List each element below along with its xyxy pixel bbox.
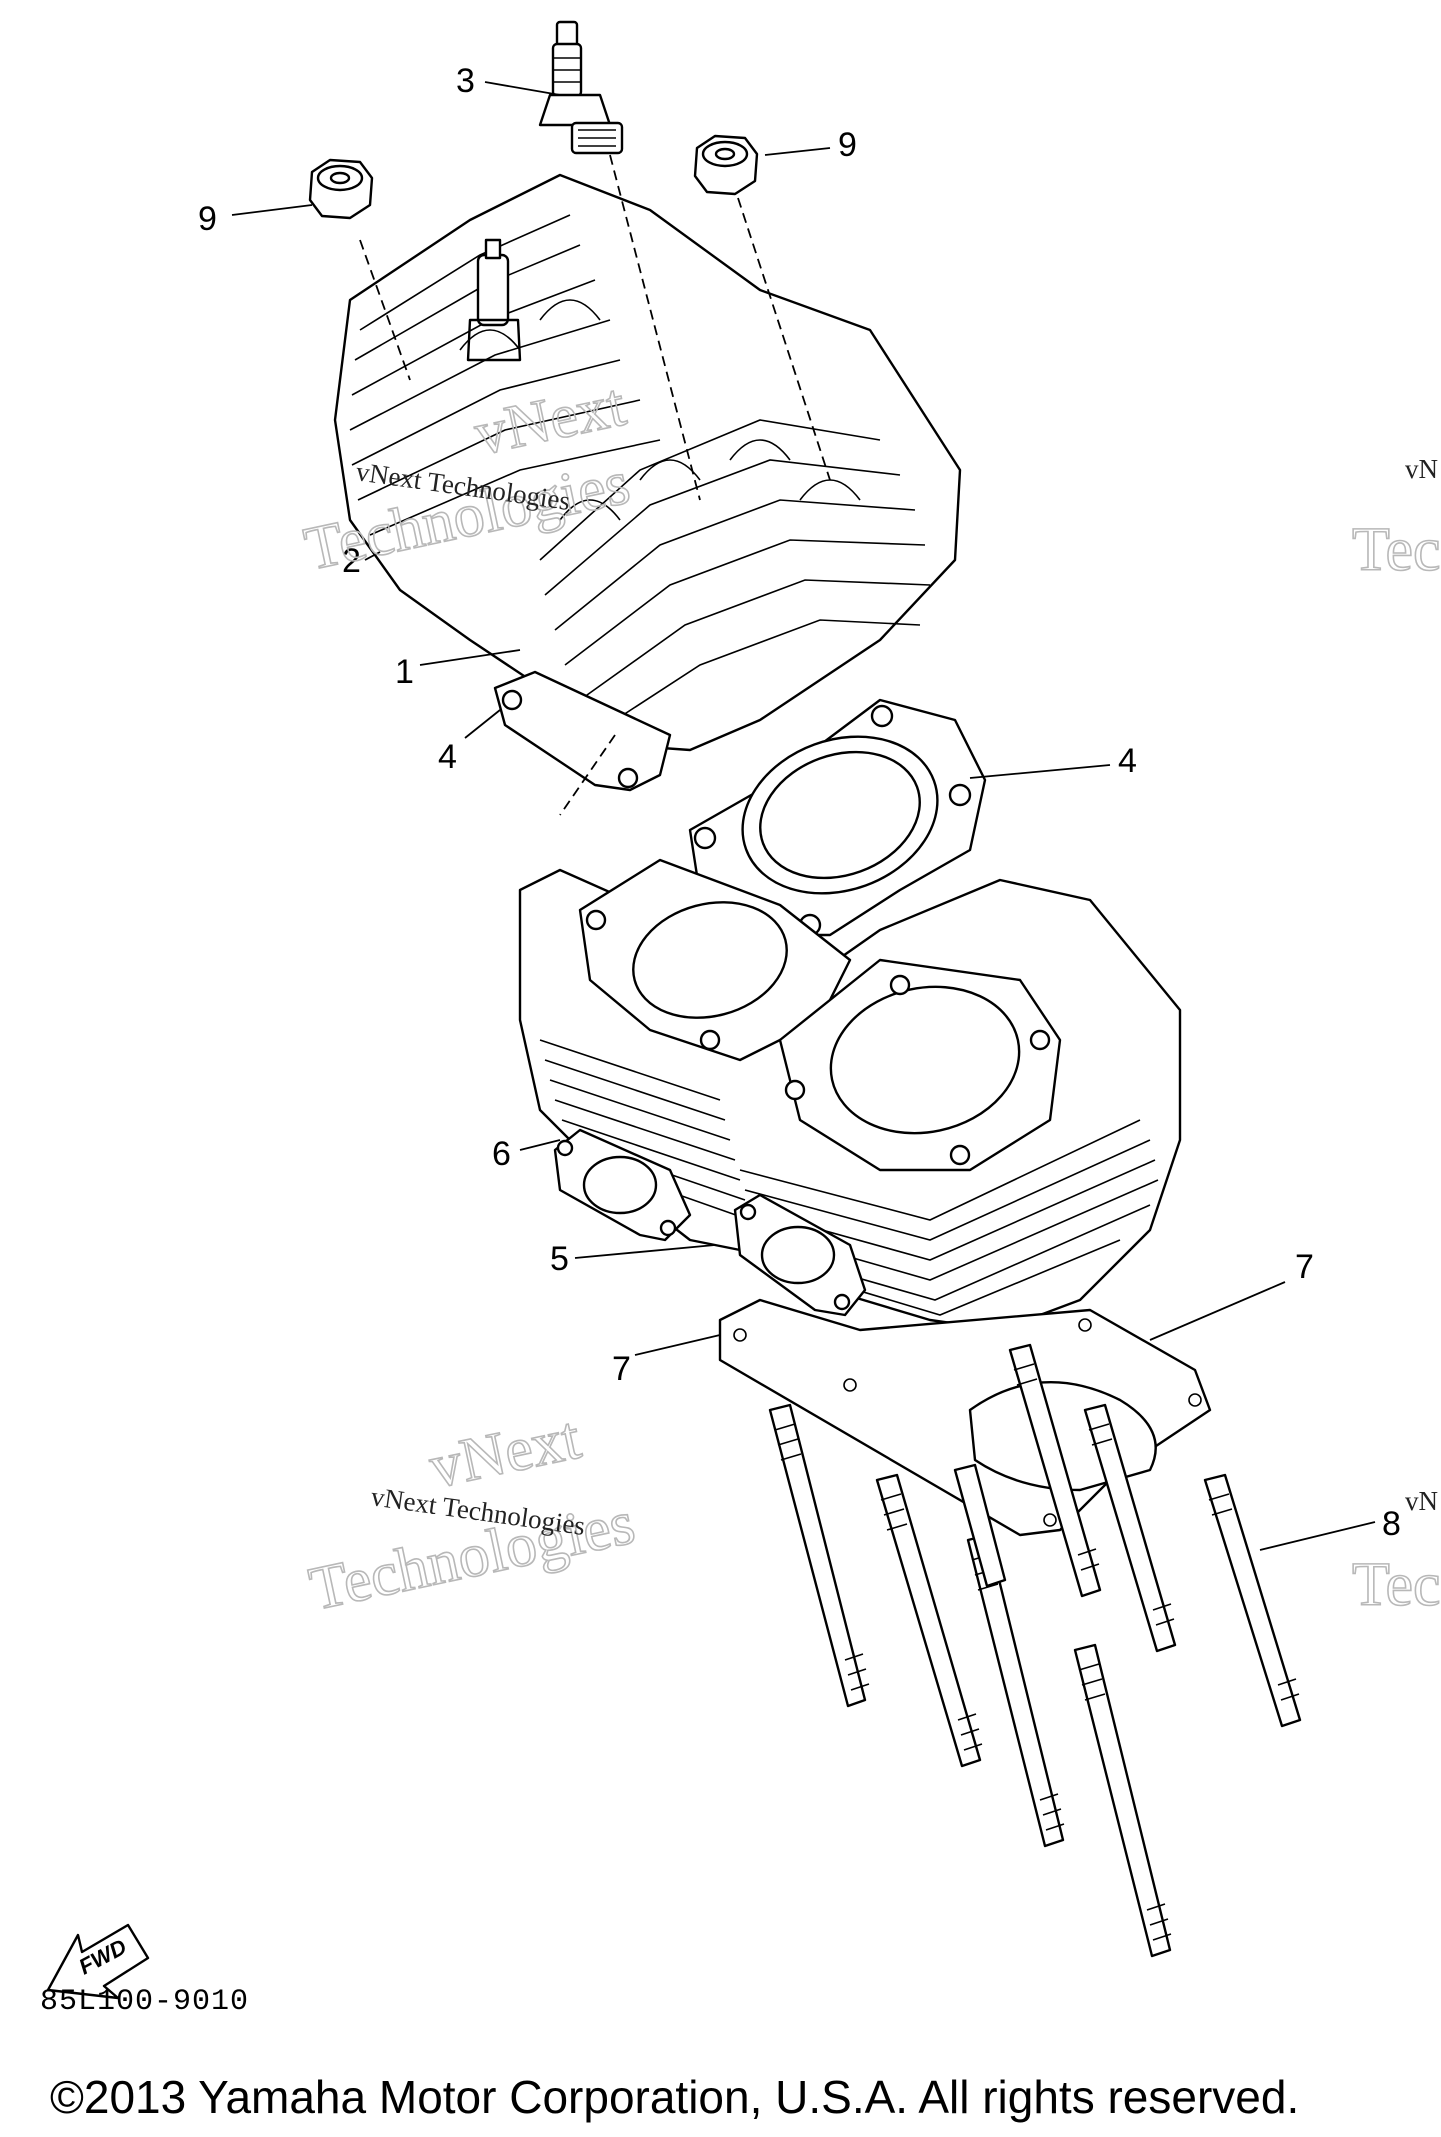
callout-4-right: 4 [1118,742,1137,780]
watermark-edge-lower-brand: vN [1405,1486,1438,1516]
stud-7 [1203,1473,1302,1728]
spark-plug [538,20,624,155]
callout-6: 6 [492,1135,511,1173]
callout-5: 5 [550,1240,569,1278]
watermark-edge-upper-brand: vN [1405,454,1438,484]
exhaust-gasket-5 [733,1193,867,1317]
callout-1: 1 [395,653,414,691]
watermark-edge-upper-word: Tec [1352,516,1441,584]
callouts: 1 2 3 4 4 5 6 7 7 8 9 9 [198,62,1401,1543]
stud-1 [768,1403,870,1708]
stud-4 [1073,1643,1172,1958]
stud-bolts [768,1343,1302,1958]
leader-lines [231,81,1376,1551]
callout-9-left: 9 [198,200,217,238]
copyright-notice: ©2013 Yamaha Motor Corporation, U.S.A. A… [50,2071,1300,2123]
callout-4-left: 4 [438,738,457,776]
base-gasket [718,1298,1212,1537]
stud-2 [875,1473,983,1768]
exhaust-gasket-6 [553,1128,692,1242]
head-gasket-left [493,670,672,792]
callout-9-right: 9 [838,126,857,164]
stud-5 [1008,1343,1102,1598]
callout-7-right: 7 [1295,1248,1314,1286]
stud-8 [953,1463,1007,1588]
nut-left [308,158,374,220]
stud-6 [1083,1403,1177,1653]
diagram-code: 85L100-9010 [40,1985,250,2019]
head-gasket-right [688,698,987,937]
callout-2: 2 [342,542,361,580]
nut-right [693,134,759,196]
watermark-brand-lower: vNext [424,1404,586,1502]
callout-3: 3 [456,62,475,100]
callout-7-left: 7 [612,1350,631,1388]
watermark-edge-lower-word: Tec [1352,1551,1441,1619]
callout-8: 8 [1382,1505,1401,1543]
stud-3 [966,1533,1065,1848]
spark-plug-installed [466,238,522,362]
